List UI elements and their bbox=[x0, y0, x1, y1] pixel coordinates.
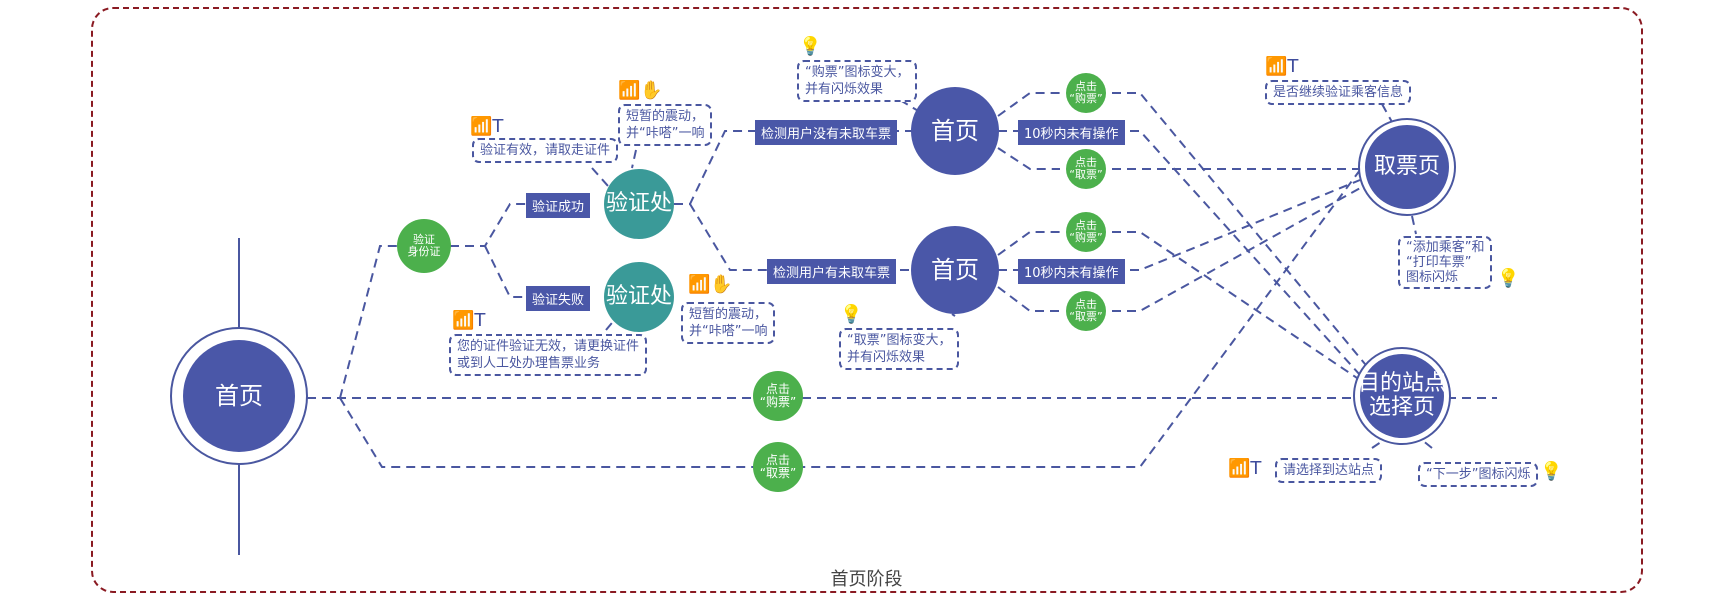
home-bottom-circle[interactable] bbox=[911, 226, 999, 314]
take-main-label: 点击 “取票” bbox=[759, 452, 797, 480]
note-choose-station: 请选择到达站点 bbox=[1275, 458, 1383, 483]
connector-verify-id-to-success bbox=[450, 203, 530, 247]
lightbulb-icon: 💡 bbox=[799, 36, 822, 57]
ticket-page-label: 取票页 bbox=[1373, 153, 1441, 179]
text-icon: T bbox=[492, 116, 504, 137]
connector-home-to-verify-id bbox=[339, 245, 398, 399]
no-ticket-label: 检测用户没有未取车票 bbox=[755, 120, 898, 145]
icon-group-vibrate-top: 📶✋ bbox=[618, 82, 663, 100]
ticket-page-circle[interactable] bbox=[1365, 125, 1449, 209]
icon-group-vibrate-bottom: 📶✋ bbox=[688, 276, 733, 294]
buy-top-label: 点击 “购票” bbox=[1069, 79, 1103, 105]
take-main-circle[interactable] bbox=[753, 442, 803, 492]
connector-verify-top-to-has-ticket bbox=[689, 203, 768, 271]
verify-id-circle[interactable] bbox=[397, 219, 451, 273]
home-top-label: 首页 bbox=[931, 116, 979, 145]
wifi-icon: 📶 bbox=[1265, 56, 1288, 77]
verify-point-top-label: 验证处 bbox=[605, 190, 673, 216]
wifi-icon: 📶 bbox=[688, 274, 711, 295]
icon-group-choose: 📶T bbox=[1228, 460, 1261, 478]
wifi-icon: 📶 bbox=[452, 310, 475, 331]
connector-home-top-take bbox=[997, 147, 1060, 170]
connector-verify-id-to-fail bbox=[484, 245, 530, 298]
home-main-label: 首页 bbox=[215, 381, 263, 410]
callout-valid bbox=[591, 167, 609, 187]
wifi-icon: 📶 bbox=[1228, 458, 1251, 479]
connector-home-bot-buy bbox=[997, 231, 1060, 256]
note-take-icon-grow: “取票”图标变大， 并有闪烁效果 bbox=[839, 328, 960, 370]
callout-vibrate-top bbox=[631, 149, 637, 169]
callout-choose bbox=[1371, 439, 1385, 449]
connector-verify-top-out bbox=[674, 130, 760, 205]
verify-point-bottom-circle[interactable] bbox=[604, 262, 674, 332]
stage-caption: 首页阶段 bbox=[830, 569, 903, 590]
idle-bottom-label: 10秒内未有操作 bbox=[1018, 259, 1125, 284]
verify-point-top-circle[interactable] bbox=[604, 169, 674, 239]
home-main-circle[interactable] bbox=[183, 340, 295, 452]
note-buy-icon-grow: “购票”图标变大， 并有闪烁效果 bbox=[797, 60, 918, 102]
buy-main-circle[interactable] bbox=[753, 371, 803, 421]
buy-main-label: 点击 “购票” bbox=[759, 381, 797, 409]
verify-fail-label: 验证失败 bbox=[526, 286, 591, 311]
verify-point-bottom-label: 验证处 bbox=[605, 283, 673, 309]
connector-buy-top-to-dest bbox=[1112, 92, 1371, 371]
lightbulb-icon: 💡 bbox=[1497, 268, 1520, 289]
icon-group-continue: 📶T bbox=[1265, 58, 1298, 76]
connector-home-bot-take bbox=[997, 286, 1060, 312]
callout-continue bbox=[1381, 103, 1393, 123]
connector-home-top-buy bbox=[997, 92, 1060, 117]
note-vibrate-top: 短暂的震动， 并“咔嗒”一响 bbox=[618, 104, 713, 146]
buy-mid-circle[interactable] bbox=[1066, 212, 1106, 252]
has-ticket-label: 检测用户有未取车票 bbox=[767, 259, 897, 284]
verify-id-label: 验证 身份证 bbox=[407, 232, 441, 258]
note-invalid-id: 您的证件验证无效，请更换证件 或到人工处办理售票业务 bbox=[449, 334, 648, 376]
hand-icon: ✋ bbox=[640, 80, 663, 101]
buy-top-circle[interactable] bbox=[1066, 73, 1106, 113]
text-icon: T bbox=[1287, 56, 1299, 77]
note-vibrate-bottom: 短暂的震动， 并“咔嗒”一响 bbox=[681, 302, 776, 344]
stage-frame bbox=[91, 7, 1643, 593]
callout-next bbox=[1421, 439, 1433, 449]
callout-add-print bbox=[1411, 215, 1417, 235]
connector-home-to-take-main bbox=[339, 169, 1361, 468]
wifi-icon: 📶 bbox=[618, 80, 641, 101]
text-icon: T bbox=[474, 310, 486, 331]
buy-mid-label: 点击 “购票” bbox=[1069, 218, 1103, 244]
destination-page-label: 目的站点 选择页 bbox=[1357, 370, 1447, 420]
take-top-circle[interactable] bbox=[1066, 149, 1106, 189]
take-mid-circle[interactable] bbox=[1066, 291, 1106, 331]
home-top-circle[interactable] bbox=[911, 87, 999, 175]
connector-idle-top-to-dest bbox=[1115, 130, 1361, 376]
lightbulb-icon: 💡 bbox=[1540, 461, 1563, 482]
text-icon: T bbox=[1250, 458, 1262, 479]
note-add-print-blink: “添加乘客”和 “打印车票” 图标闪烁 bbox=[1398, 236, 1493, 289]
wifi-icon: 📶 bbox=[470, 116, 493, 137]
lightbulb-icon: 💡 bbox=[840, 304, 863, 325]
note-next-blink: “下一步”图标闪烁 bbox=[1418, 462, 1539, 487]
connector-take-bot-to-ticket bbox=[1112, 186, 1363, 312]
icon-group-valid: 📶T bbox=[470, 118, 503, 136]
note-valid-take-id: 验证有效，请取走证件 bbox=[472, 138, 619, 163]
verify-success-label: 验证成功 bbox=[526, 193, 591, 218]
idle-top-label: 10秒内未有操作 bbox=[1018, 120, 1125, 145]
home-bottom-label: 首页 bbox=[931, 255, 979, 284]
take-mid-label: 点击 “取票” bbox=[1069, 297, 1103, 323]
icon-group-invalid: 📶T bbox=[452, 312, 485, 330]
note-continue-verify: 是否继续验证乘客信息 bbox=[1265, 80, 1412, 105]
take-top-label: 点击 “取票” bbox=[1069, 155, 1103, 181]
callout-take-grow bbox=[951, 313, 956, 317]
hand-icon: ✋ bbox=[710, 274, 733, 295]
destination-page-circle[interactable] bbox=[1360, 354, 1444, 438]
callout-invalid bbox=[605, 317, 617, 331]
